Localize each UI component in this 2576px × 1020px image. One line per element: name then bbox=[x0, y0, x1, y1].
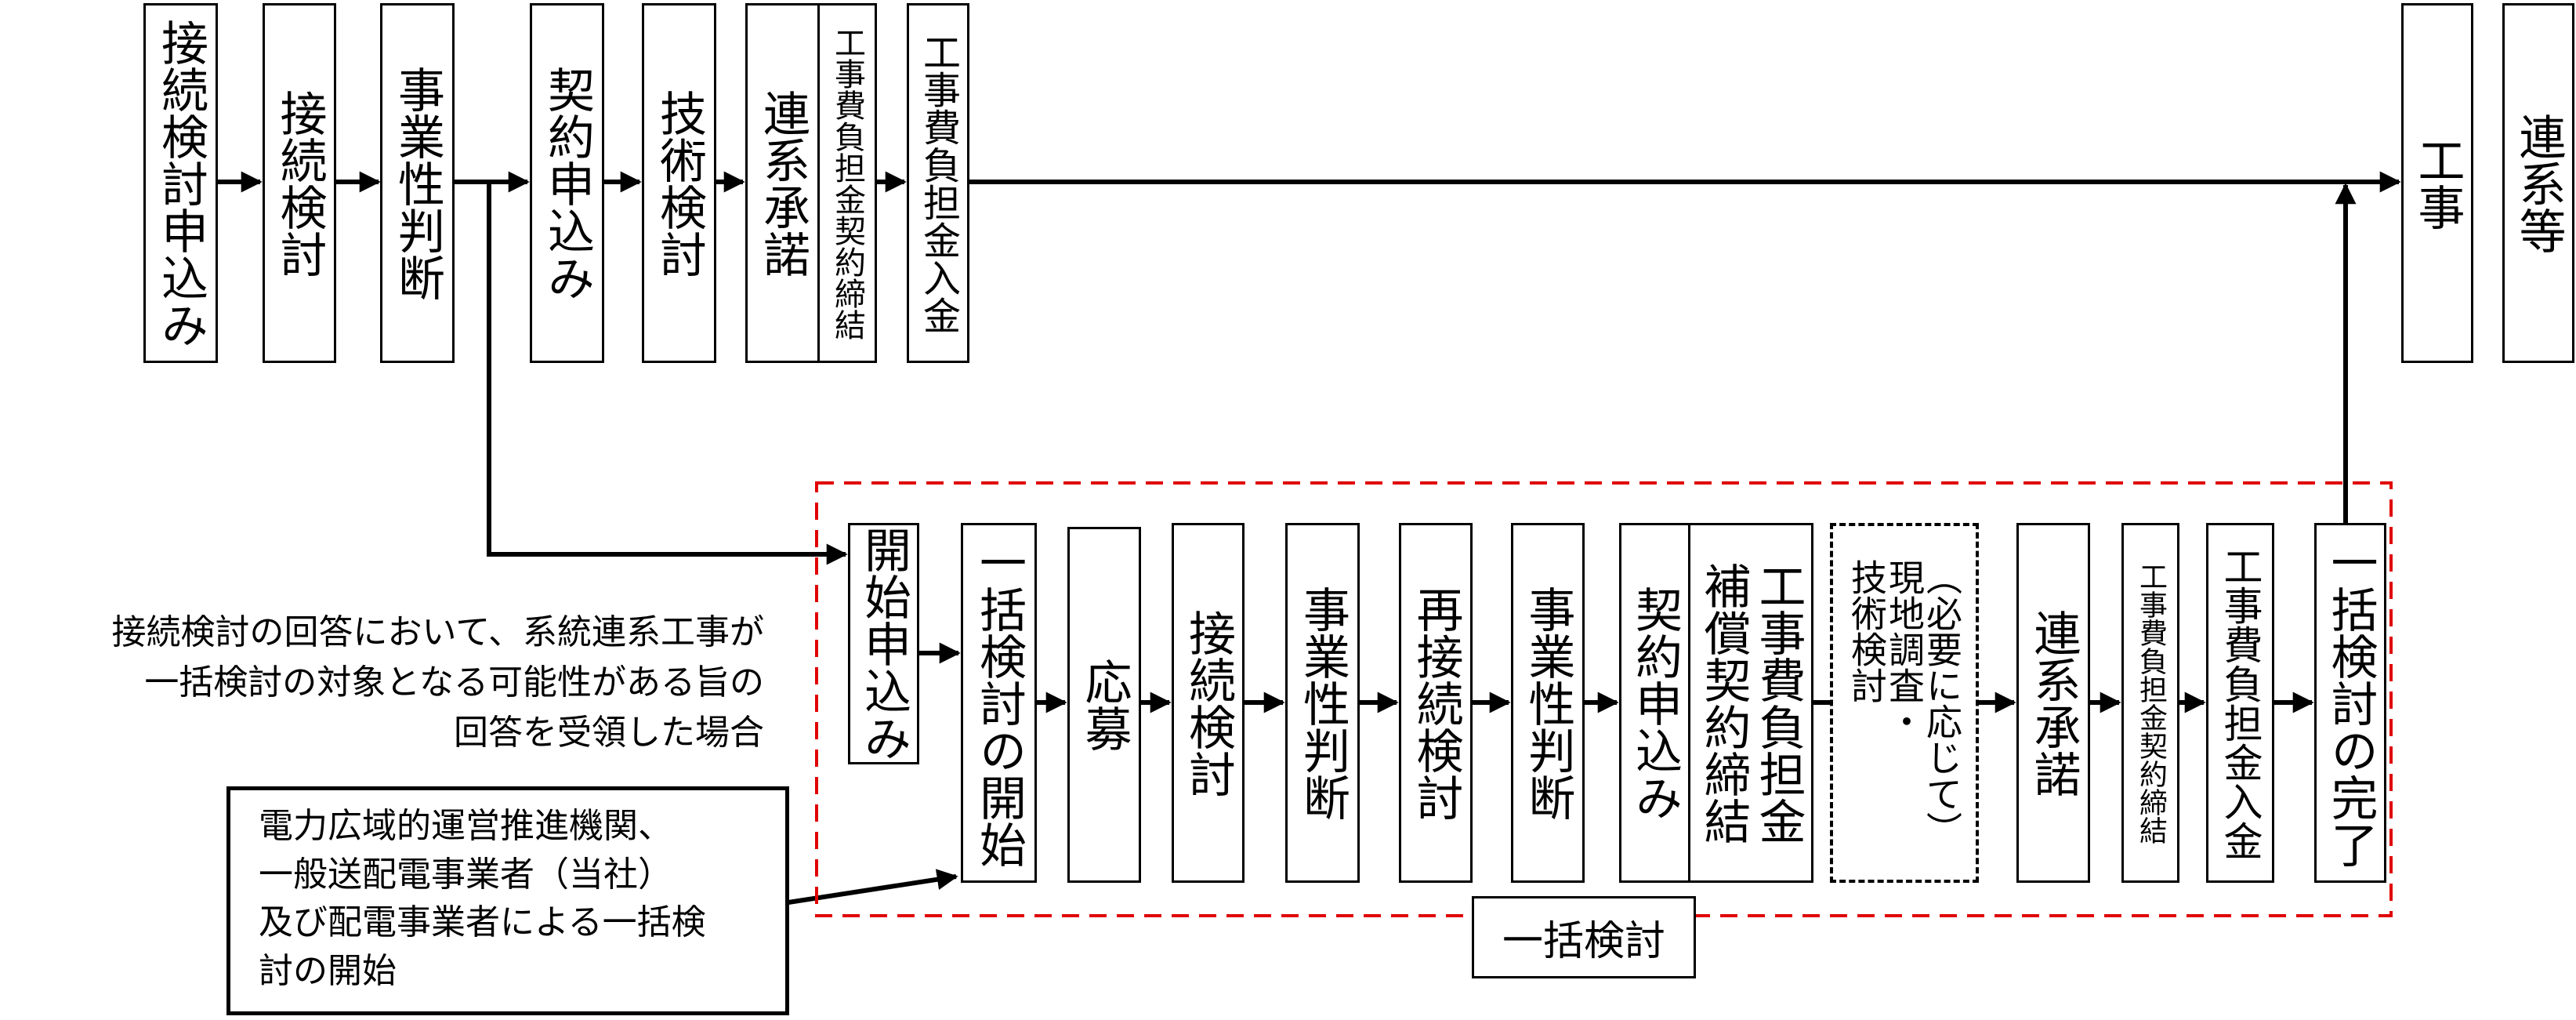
step-label-line1: 工事費負担金 bbox=[1751, 561, 1806, 844]
step-label: 工事費負担金入金 bbox=[916, 32, 960, 334]
condition-note-line1: 接続検討の回答において、系統連系工事が bbox=[111, 612, 764, 652]
step-label: 連系承諾 bbox=[2026, 608, 2081, 797]
step-label-line3: 技術検討 bbox=[1846, 558, 1888, 703]
box-bulk-business-decision-2: 事業性判断 bbox=[1511, 523, 1585, 883]
step-label: 工事費負担金契約締結 bbox=[2135, 561, 2167, 844]
condition-note-line3: 回答を受領した場合 bbox=[454, 712, 764, 753]
box-site-survey-optional: （必要に応じて） 現地調査・ 技術検討 bbox=[1830, 523, 1979, 883]
step-label-line1: （必要に応じて） bbox=[1921, 558, 1963, 848]
step-label: 事業性判断 bbox=[389, 65, 445, 301]
box-bulk-study-complete: 一括検討の完了 bbox=[2314, 523, 2386, 883]
box-cost-contract: 工事費負担金契約締結 bbox=[817, 3, 877, 363]
initiation-note-box bbox=[226, 786, 789, 1015]
box-bulk-cost-payment: 工事費負担金入金 bbox=[2206, 523, 2274, 883]
box-cost-payment: 工事費負担金入金 bbox=[907, 3, 969, 363]
step-label: 連系等 bbox=[2511, 112, 2566, 254]
branch-to-bulk-arrow bbox=[487, 182, 848, 565]
step-label: 事業性判断 bbox=[1295, 585, 1350, 821]
condition-note-line2: 一括検討の対象となる可能性がある旨の bbox=[144, 662, 764, 702]
step-label: 契約申込み bbox=[1627, 585, 1683, 821]
box-construction: 工事 bbox=[2401, 3, 2473, 363]
step-label: 接続検討申込み bbox=[153, 18, 208, 348]
arrow-initiation-pointer bbox=[777, 869, 958, 906]
box-reconnection-study: 再接続検討 bbox=[1399, 523, 1473, 883]
box-connection-study-application: 接続検討申込み bbox=[143, 3, 218, 363]
box-business-decision: 事業性判断 bbox=[380, 3, 455, 363]
box-start-application: 開始申込み bbox=[848, 523, 919, 764]
initiation-note-line4: 討の開始 bbox=[259, 950, 397, 991]
condition-note: 接続検討の回答において、系統連系工事が 一括検討の対象となる可能性がある旨の 回… bbox=[47, 608, 764, 757]
initiation-note-line3: 及び配電事業者による一括検 bbox=[259, 902, 706, 943]
step-label: 再接続検討 bbox=[1408, 585, 1463, 821]
step-label: 接続検討 bbox=[272, 89, 327, 278]
box-application-entry: 応募 bbox=[1067, 527, 1141, 883]
box-bulk-contract-application: 契約申込み bbox=[1619, 523, 1690, 883]
step-label: 接続検討 bbox=[1180, 608, 1236, 797]
box-bulk-connection-study: 接続検討 bbox=[1172, 523, 1245, 883]
step-label: 応募 bbox=[1077, 658, 1132, 752]
box-interconnection-etc: 連系等 bbox=[2502, 3, 2574, 363]
step-label: 工事 bbox=[2410, 136, 2465, 230]
step-label-line2: 補償契約締結 bbox=[1696, 561, 1751, 844]
bulk-study-frame bbox=[815, 481, 2393, 917]
initiation-note: 電力広域的運営推進機関、 一般送配電事業者（当社） 及び配電事業者による一括検 … bbox=[259, 802, 706, 995]
box-bulk-interconnection-approval: 連系承諾 bbox=[2016, 523, 2090, 883]
box-cost-compensation-contract: 工事費負担金 補償契約締結 bbox=[1688, 523, 1813, 883]
step-label: 一括検討の完了 bbox=[2323, 538, 2378, 868]
box-bulk-cost-contract: 工事費負担金契約締結 bbox=[2121, 523, 2179, 883]
step-label: 技術検討 bbox=[651, 89, 707, 278]
step-label: 連系承諾 bbox=[755, 89, 810, 278]
step-label: 一括検討の開始 bbox=[971, 538, 1027, 868]
step-label: 開始申込み bbox=[856, 526, 911, 761]
bulk-study-label: 一括検討 bbox=[1472, 896, 1696, 978]
step-label: 事業性判断 bbox=[1520, 585, 1575, 821]
step-label: 工事費負担金契約締結 bbox=[829, 26, 865, 340]
step-label: 工事費負担金入金 bbox=[2217, 546, 2263, 860]
box-bulk-business-decision: 事業性判断 bbox=[1285, 523, 1360, 883]
box-connection-study: 接続検討 bbox=[263, 3, 336, 363]
box-contract-application: 契約申込み bbox=[530, 3, 604, 363]
box-interconnection-approval: 連系承諾 bbox=[745, 3, 820, 363]
step-label-line2: 現地調査・ bbox=[1883, 558, 1926, 739]
box-technical-study: 技術検討 bbox=[642, 3, 716, 363]
initiation-note-line1: 電力広域的運営推進機関、 bbox=[259, 806, 672, 846]
initiation-note-line2: 一般送配電事業者（当社） bbox=[259, 854, 672, 895]
box-bulk-study-start: 一括検討の開始 bbox=[961, 523, 1037, 883]
step-label: 契約申込み bbox=[539, 65, 595, 301]
